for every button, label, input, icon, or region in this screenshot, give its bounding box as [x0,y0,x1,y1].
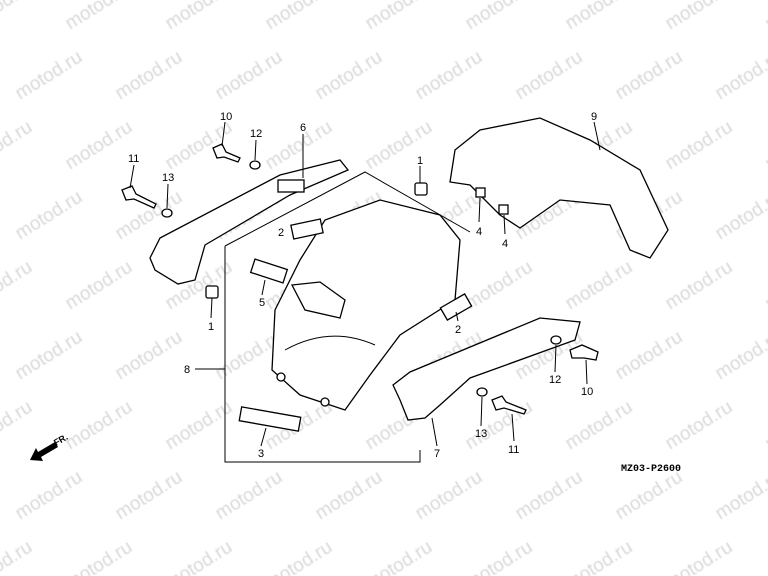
front-direction-indicator: FR. [30,432,70,461]
arrow-left-down-icon [30,442,58,461]
callout-3: 3 [258,448,264,460]
callout-12: 12 [250,128,262,140]
part-6-mount [277,179,305,193]
part-4-clip [475,187,486,198]
part-5-reflector [249,258,289,284]
diagram-code: MZ03-P2600 [621,464,681,475]
part-12-washer [249,160,261,170]
callout-4: 4 [476,226,482,238]
callout-4: 4 [502,238,508,250]
leader-lines [129,121,601,447]
callout-9: 9 [591,111,597,123]
callout-13: 13 [162,172,174,184]
part-8-rear-fender [271,199,461,411]
callout-8: 8 [184,364,190,376]
fender-bracket [290,281,346,319]
assembly-bracket [224,246,421,463]
callout-5: 5 [259,297,265,309]
callout-labels: 10 12 6 11 13 1 9 2 4 4 5 1 2 8 12 10 13… [128,111,597,460]
callout-13: 13 [475,428,487,440]
part-2-pad [439,293,473,321]
assembly-bracket-top [224,171,471,247]
callout-11: 11 [128,153,139,165]
callout-2: 2 [455,324,461,336]
part-10-bolt [212,143,241,163]
callout-2: 2 [278,227,284,239]
callout-1: 1 [208,321,214,333]
callout-10: 10 [220,111,232,123]
fender-contour [284,335,376,351]
part-3-reflector [238,406,302,432]
part-13-washer [476,387,488,397]
part-1-nut [414,182,428,196]
part-13-washer [161,208,173,218]
callout-6: 6 [300,122,306,134]
part-7-grab-rail [392,317,581,421]
callout-10: 10 [581,386,593,398]
callout-7: 7 [434,448,440,460]
part-11-bolt [491,395,527,415]
part-10-bolt [569,344,599,361]
part-1-nut [205,285,219,299]
part-2-pad [290,218,324,240]
direction-label: FR. [52,432,70,448]
callout-1: 1 [417,155,423,167]
fender-hole [276,372,286,382]
part-12-washer [550,335,562,345]
part-4-clip [498,204,509,215]
part-11-bolt [121,185,157,209]
callout-11: 11 [508,444,519,456]
callout-12: 12 [549,374,561,386]
fender-hole [320,397,330,407]
